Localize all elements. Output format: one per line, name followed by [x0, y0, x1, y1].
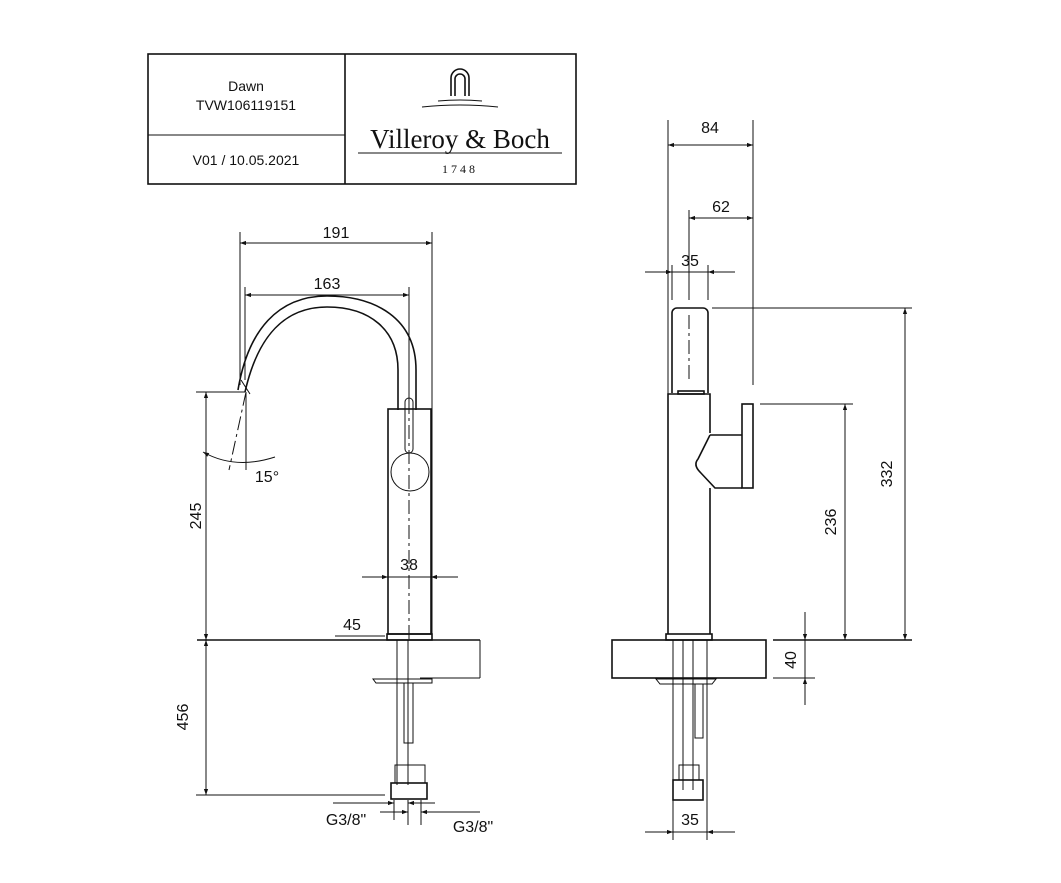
dim-total-height: 332	[879, 461, 896, 488]
article-number: TVW106119151	[196, 97, 296, 113]
side-handle	[741, 403, 754, 489]
product-name: Dawn	[228, 78, 264, 94]
dim-spout-width: 35	[681, 253, 699, 270]
dim-spout-reach: 163	[314, 276, 341, 293]
dim-overall-reach: 191	[323, 225, 350, 242]
dim-total-depth: 84	[701, 120, 719, 137]
title-block: Dawn TVW106119151 V01 / 10.05.2021 Ville…	[147, 53, 577, 185]
side-view: 84 62 35 332 236 40 35	[611, 120, 912, 840]
brand-logo: Villeroy & Boch 1748	[358, 68, 562, 176]
dim-swivel-angle: 15°	[255, 469, 279, 486]
dim-body-width: 38	[400, 557, 418, 574]
dim-bottom-width: 35	[681, 812, 699, 829]
faucet-logo-icon	[450, 68, 470, 96]
dim-spout-height: 245	[188, 503, 205, 530]
dim-handle-depth: 62	[712, 199, 730, 216]
connection-left: G3/8"	[326, 812, 366, 829]
dim-max-counter: 40	[783, 651, 800, 669]
connection-right: G3/8"	[453, 819, 493, 836]
brand-year: 1748	[442, 162, 478, 176]
front-view: 15° 191 163 245 38 45 456	[175, 225, 493, 836]
dim-hose-length: 456	[175, 704, 192, 731]
dim-handle-height: 236	[823, 509, 840, 536]
version-date: V01 / 10.05.2021	[193, 152, 300, 168]
dim-hole: 45	[343, 617, 361, 634]
handle-knob	[390, 452, 430, 492]
brand-name: Villeroy & Boch	[370, 124, 550, 154]
